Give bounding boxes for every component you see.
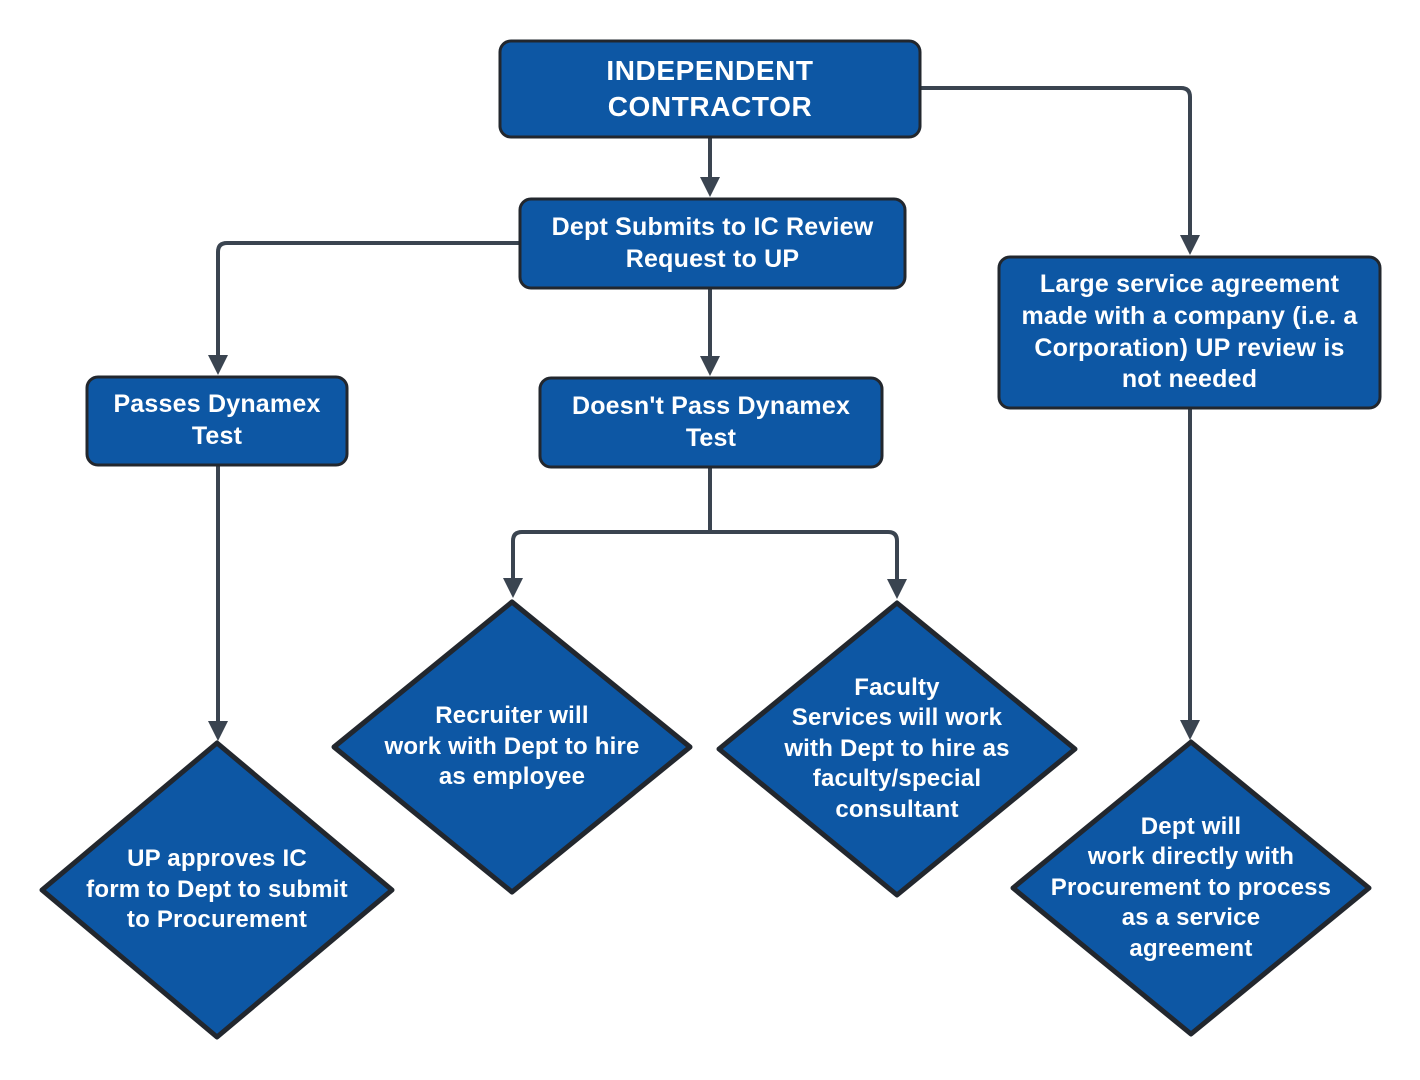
- node-up-approves-shape: [39, 740, 395, 1040]
- node-recruiter-hire-shape: [331, 599, 693, 895]
- node-passes-dynamex-shape: [85, 375, 349, 467]
- edge-dept-submits-to-passes-arrow: [208, 241, 520, 375]
- node-independent-contractor-shape: [498, 39, 922, 139]
- node-large-service-agreement-shape: [997, 255, 1382, 410]
- edge-doesnt-pass-to-faculty-arrow: [710, 530, 907, 599]
- edge-doesnt-pass-to-recruiter-arrow: [503, 530, 710, 598]
- edge-ic-to-large-service-arrow: [920, 86, 1200, 255]
- node-dept-submits-shape: [518, 197, 907, 290]
- node-doesnt-pass-dynamex-shape: [538, 376, 884, 469]
- node-faculty-services-hire-shape: [716, 600, 1078, 898]
- node-dept-procurement-shape: [1010, 739, 1372, 1037]
